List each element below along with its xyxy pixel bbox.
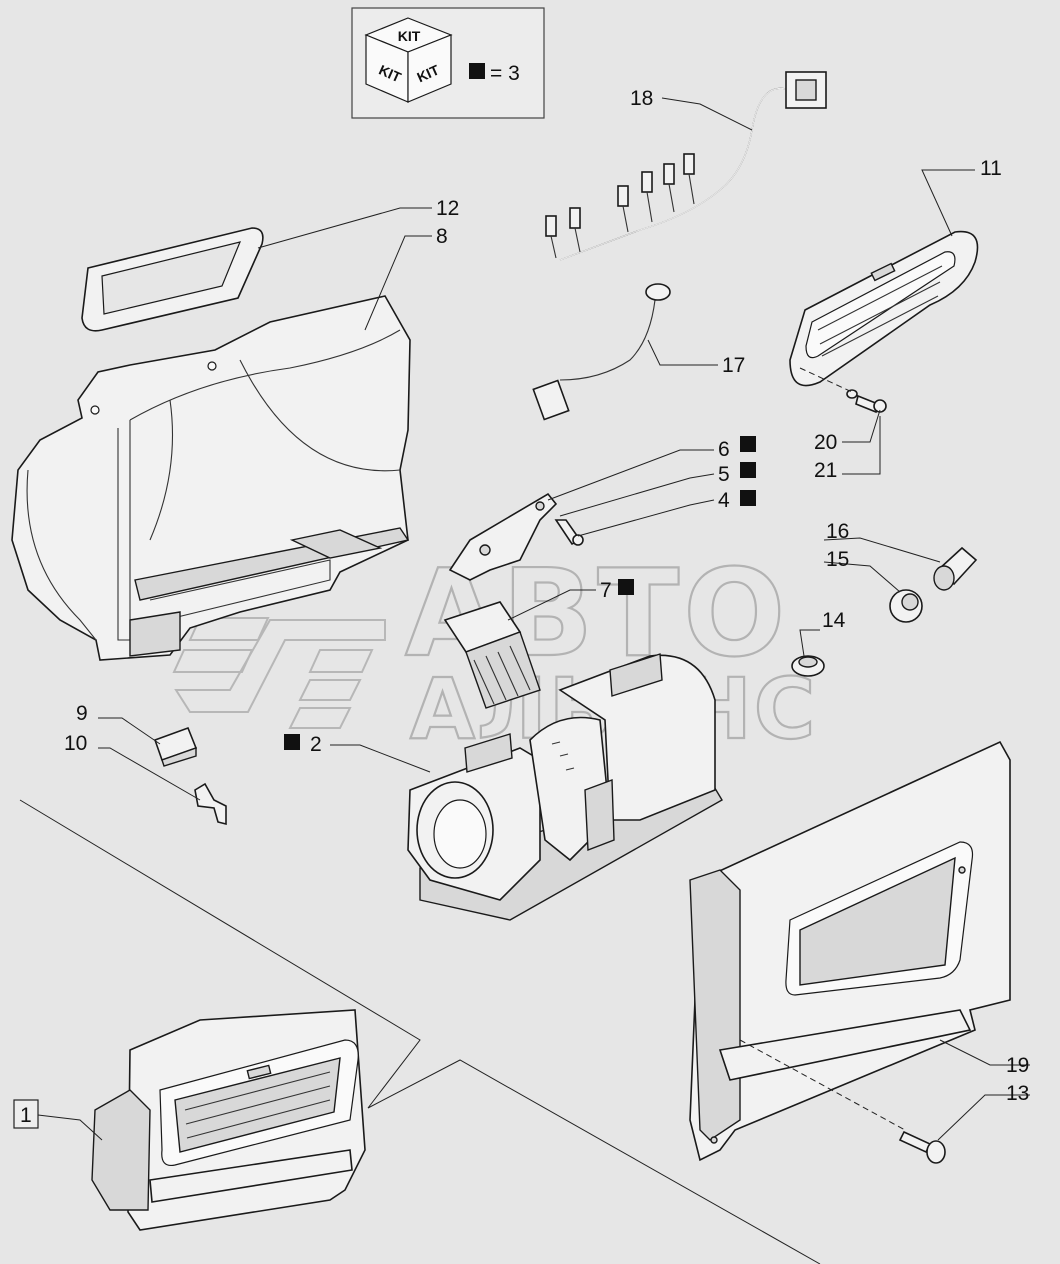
callout-13: 13: [1006, 1082, 1029, 1105]
part-20-21-bolt-washer: [799, 367, 887, 414]
leader-7: [507, 589, 596, 621]
callout-2: 2: [310, 733, 322, 756]
callout-9: 9: [76, 702, 88, 725]
harness-connectors-icon: [545, 153, 695, 259]
kit-cube-top-label: KIT: [398, 28, 421, 44]
callout-7-kit-marker-icon: [618, 579, 634, 595]
leader-4: [577, 499, 715, 537]
part-1-heater-assembly: [91, 1009, 366, 1231]
callout-4: 4: [718, 489, 730, 512]
part-19-right-panel: [689, 740, 1011, 1162]
callout-17: 17: [722, 354, 745, 377]
kit-cube-icon: [364, 17, 453, 103]
callout-labels: 12 8 18 11 17 20 21 6 5 4 7 16 15 14 9 1…: [13, 87, 1029, 1129]
leader-9: [98, 717, 161, 745]
leader-19: [939, 1039, 1030, 1066]
part-16-knob: [933, 546, 978, 591]
inset-reference-lines: [19, 799, 821, 1264]
kit-legend: KIT KIT KIT = 3: [351, 7, 545, 119]
leader-20: [842, 409, 881, 443]
part-14-grommet: [791, 655, 825, 677]
kit-marker-square-icon: [469, 63, 485, 79]
callout-14: 14: [822, 609, 846, 632]
leader-11: [921, 169, 975, 237]
leader-1: [37, 1114, 103, 1141]
leader-21: [842, 416, 881, 475]
callout-1: 1: [20, 1104, 32, 1127]
part-10-spring-clip: [194, 782, 227, 826]
callout-6-kit-marker-icon: [740, 436, 756, 452]
part-11-grille-cover: [789, 230, 979, 387]
leader-5: [559, 473, 715, 517]
leader-18: [661, 97, 753, 131]
leader-15: [823, 561, 901, 593]
part-17-sensor-cable: [532, 283, 671, 421]
leader-8: [364, 235, 432, 331]
callout-5-kit-marker-icon: [740, 462, 756, 478]
part-12-gasket: [81, 227, 264, 332]
callout-6: 6: [718, 438, 730, 461]
callout-19: 19: [1006, 1054, 1029, 1077]
callout-4-kit-marker-icon: [740, 490, 756, 506]
callout-21: 21: [814, 459, 837, 482]
part-18-wiring-harness: [545, 71, 827, 261]
part-2-blower-motor: [407, 653, 723, 921]
leader-10: [98, 747, 201, 801]
callout-8: 8: [436, 225, 448, 248]
callout-18: 18: [630, 87, 653, 110]
part-4-6-bracket: [448, 492, 584, 581]
callout-12: 12: [436, 197, 459, 220]
kit-marker-value: = 3: [490, 62, 520, 85]
leader-6: [547, 449, 714, 501]
callout-16: 16: [826, 520, 849, 543]
watermark-logo-icon: [172, 617, 386, 729]
part-13-screw: [898, 1130, 946, 1164]
leader-12: [257, 207, 432, 249]
leader-13: [937, 1094, 1030, 1141]
leader-16: [823, 537, 941, 563]
part-9-clip: [153, 726, 198, 767]
callout-2-kit-marker-icon: [284, 734, 300, 750]
leader-2: [330, 744, 431, 773]
callout-11: 11: [980, 157, 1002, 180]
callout-7: 7: [600, 579, 612, 602]
callout-15: 15: [826, 548, 849, 571]
part-7-resistor: [443, 601, 541, 709]
part-8-heater-housing: [11, 295, 411, 661]
callout-10: 10: [64, 732, 87, 755]
leader-17: [647, 339, 718, 366]
part-15-bushing: [889, 589, 923, 623]
callout-leaders: [37, 97, 1030, 1141]
leader-14: [799, 629, 820, 657]
callout-20: 20: [814, 431, 837, 454]
callout-5: 5: [718, 463, 730, 486]
callout-1-box: [13, 1099, 39, 1129]
